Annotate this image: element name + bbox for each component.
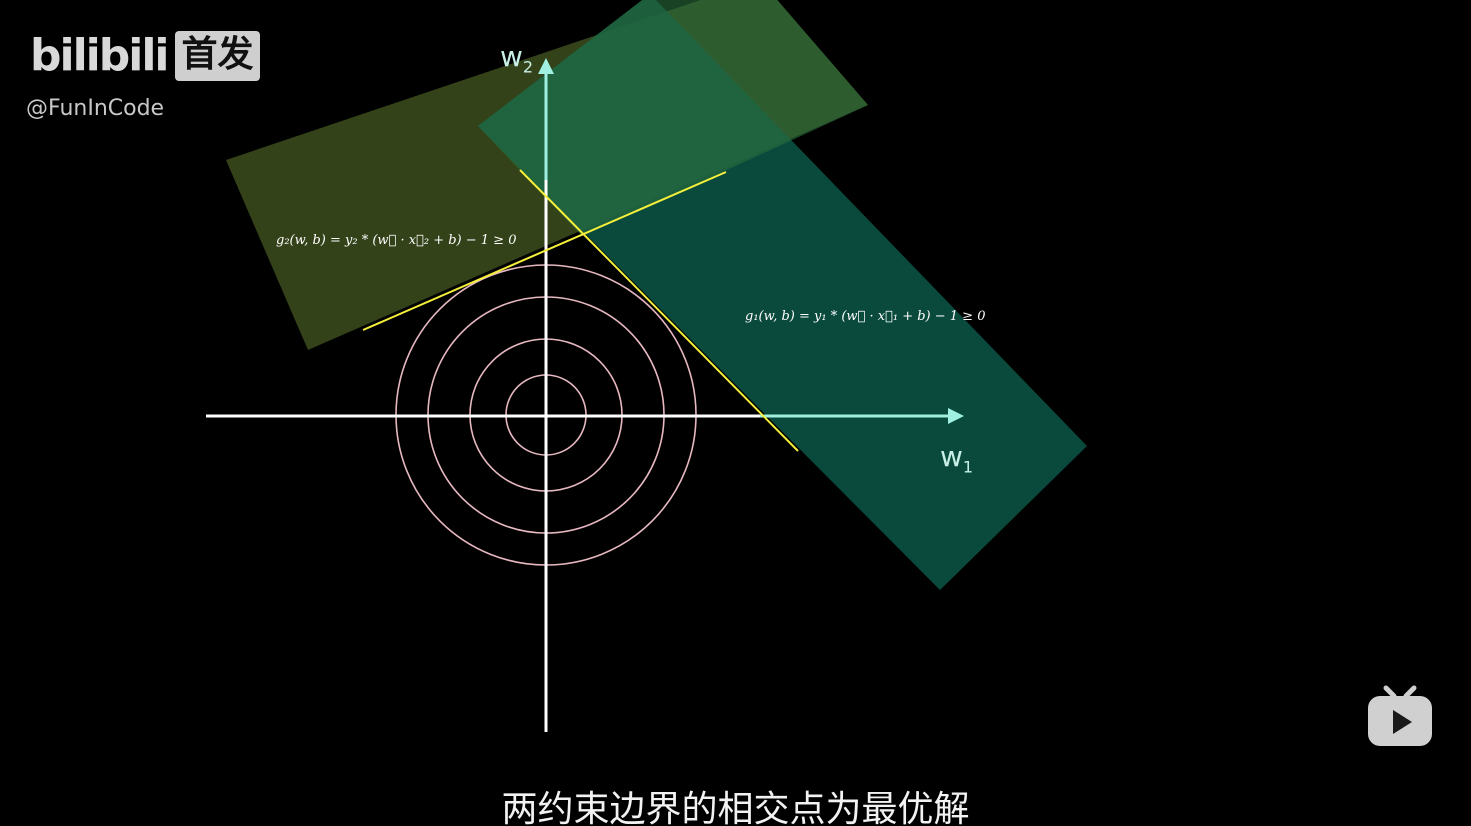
bilibili-tv-icon[interactable] — [1366, 684, 1434, 748]
w1-arrowhead-icon — [948, 408, 964, 424]
first-release-badge: 首发 — [175, 31, 260, 81]
w1-axis-label: w1 — [940, 440, 974, 477]
g2-constraint-formula: g₂(w, b) = y₂ * (w⃗ · x⃗₂ + b) − 1 ≥ 0 — [276, 233, 517, 248]
g1-constraint-formula: g₁(w, b) = y₁ * (w⃗ · x⃗₁ + b) − 1 ≥ 0 — [745, 309, 986, 324]
w2-arrowhead-icon — [538, 58, 554, 74]
bilibili-watermark: bilibili 首发 — [30, 28, 260, 84]
subtitle-caption: 两约束边界的相交点为最优解 — [501, 789, 970, 826]
w2-axis-label: w2 — [500, 40, 534, 77]
bilibili-logo: bilibili — [30, 30, 169, 81]
overlap-region — [478, 0, 868, 236]
uploader-handle: @FunInCode — [26, 96, 165, 121]
g2-boundary-line — [362, 171, 727, 331]
g1-boundary-line — [519, 169, 799, 452]
